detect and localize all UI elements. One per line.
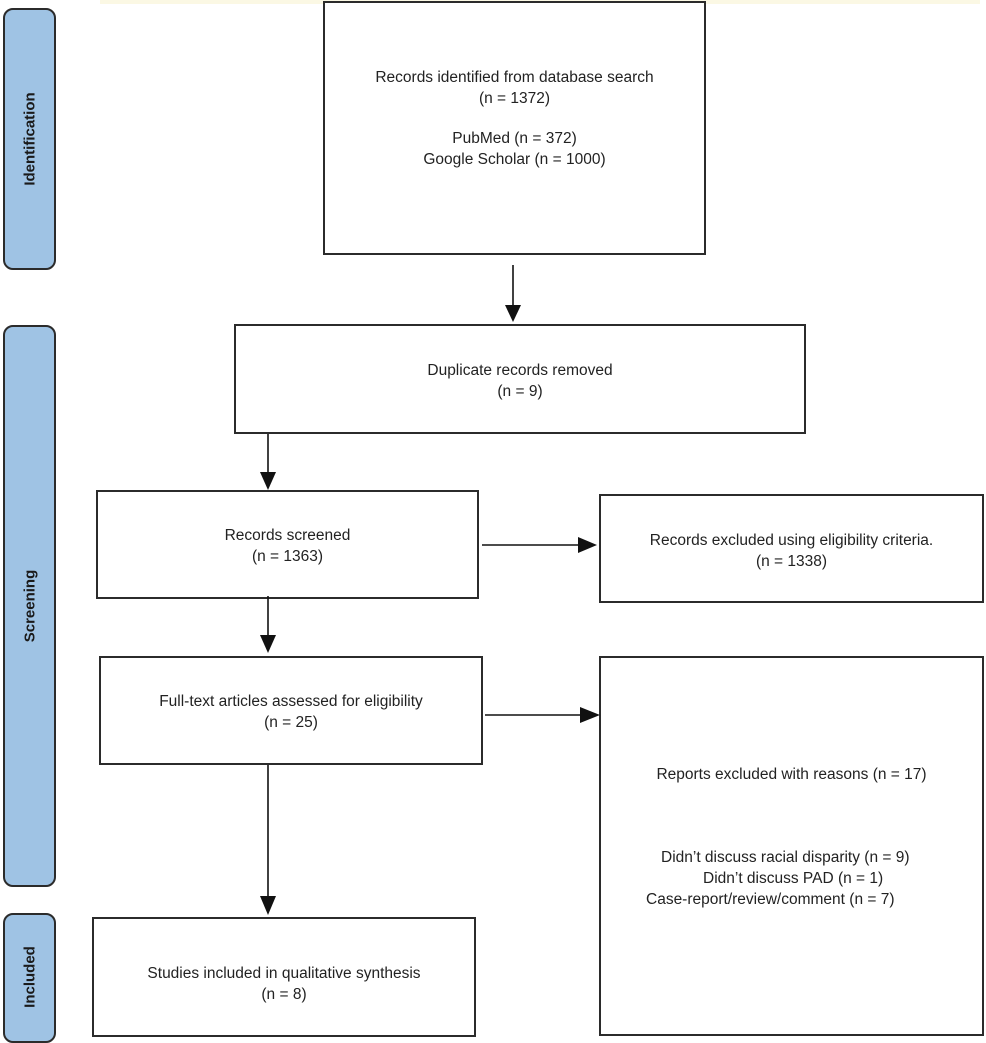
reason-pad: Didn’t discuss PAD (n = 1)	[703, 870, 884, 887]
records-identified-title: Records identified from database search	[375, 69, 654, 86]
studies-included-title: Studies included in qualitative synthesi…	[147, 965, 421, 982]
records-screened-box: Records screened (n = 1363)	[96, 490, 479, 599]
source-pubmed: PubMed (n = 372)	[452, 130, 577, 147]
records-excluded-title: Records excluded using eligibility crite…	[649, 532, 934, 549]
arrowhead-6	[260, 896, 276, 915]
reports-excluded-box: Reports excluded with reasons (n = 17) D…	[599, 656, 984, 1036]
fulltext-assessed-box: Full-text articles assessed for eligibil…	[99, 656, 483, 765]
arrowhead-1	[505, 305, 521, 322]
reason-case-report: Case-report/review/comment (n = 7)	[646, 891, 895, 908]
studies-included-box: Studies included in qualitative synthesi…	[92, 917, 476, 1037]
reason-racial-disparity: Didn’t discuss racial disparity (n = 9)	[661, 849, 910, 866]
duplicates-removed-count: (n = 9)	[497, 383, 543, 400]
fulltext-assessed-title: Full-text articles assessed for eligibil…	[159, 693, 423, 710]
records-identified-count: (n = 1372)	[478, 90, 551, 107]
source-google-scholar: Google Scholar (n = 1000)	[423, 151, 606, 168]
arrowhead-3	[578, 537, 597, 553]
fulltext-assessed-count: (n = 25)	[264, 714, 318, 731]
studies-included-count: (n = 8)	[261, 986, 307, 1003]
duplicates-removed-title: Duplicate records removed	[427, 362, 613, 379]
records-screened-count: (n = 1363)	[251, 548, 324, 565]
duplicates-removed-box: Duplicate records removed (n = 9)	[234, 324, 806, 434]
arrowhead-2	[260, 472, 276, 490]
records-screened-title: Records screened	[224, 527, 351, 544]
stage-identification: Identification	[3, 8, 56, 270]
reports-excluded-title: Reports excluded with reasons (n = 17)	[656, 766, 927, 783]
arrowhead-4	[260, 635, 276, 653]
stage-screening: Screening	[3, 325, 56, 887]
records-excluded-count: (n = 1338)	[755, 553, 828, 570]
records-identified-box: Records identified from database search …	[323, 1, 706, 255]
arrowhead-5	[580, 707, 600, 723]
records-excluded-box: Records excluded using eligibility crite…	[599, 494, 984, 603]
